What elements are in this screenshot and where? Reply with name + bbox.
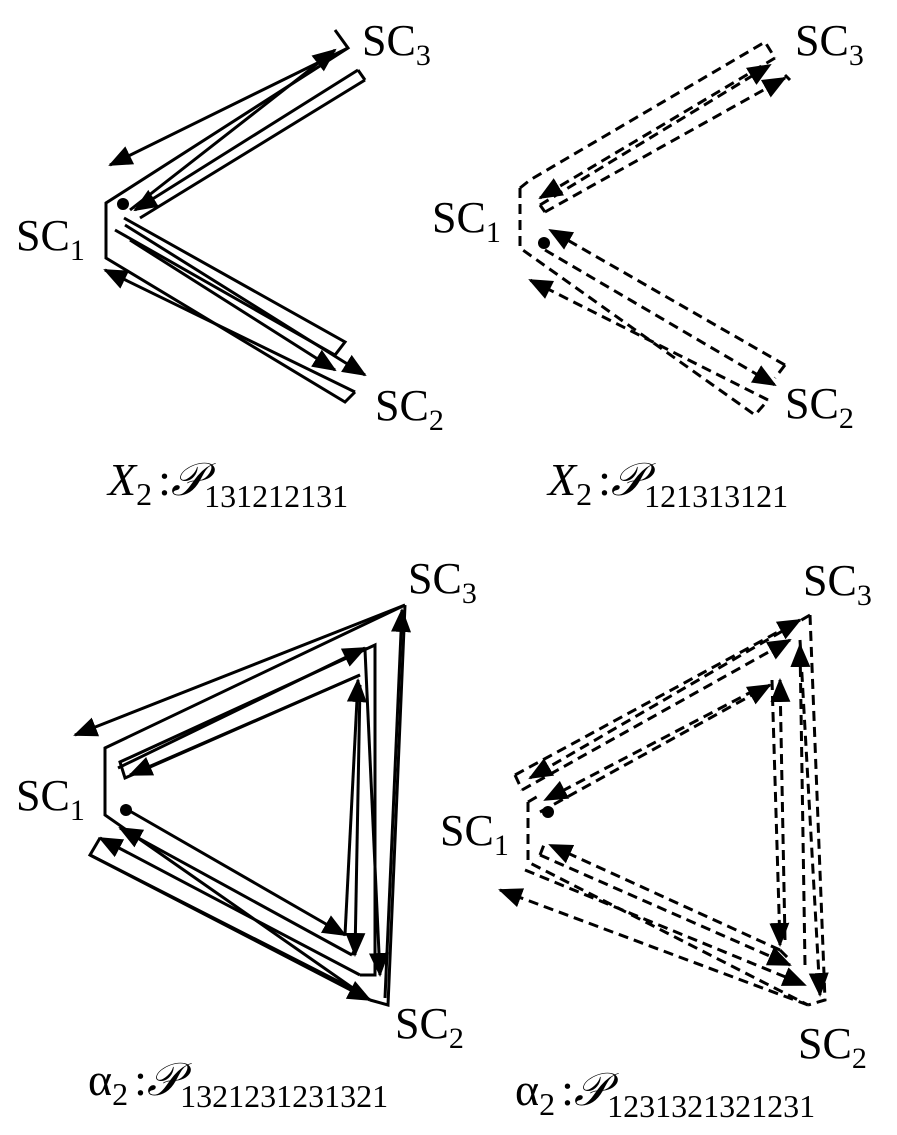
panel-top-left: SC1 SC3 SC2 X2:𝒫131212131	[16, 16, 444, 514]
node-label-sc3: SC3	[362, 16, 431, 72]
start-dot	[117, 198, 129, 210]
node-label-sc3: SC3	[803, 556, 872, 612]
node-label-sc2: SC2	[375, 381, 444, 437]
node-label-sc1: SC1	[16, 211, 85, 267]
path-strokes	[498, 613, 829, 1007]
caption: X2:𝒫121313121	[546, 454, 788, 514]
path-strokes	[103, 29, 367, 404]
node-label-sc2: SC2	[785, 379, 854, 435]
start-dot	[120, 804, 132, 816]
node-label-sc2: SC2	[395, 999, 464, 1055]
node-label-sc2: SC2	[798, 1019, 867, 1075]
caption: X2:𝒫131212131	[106, 454, 348, 514]
node-label-sc1: SC1	[432, 193, 501, 249]
panel-bottom-left: SC1 SC3 SC2 α2:𝒫1321231231321	[16, 554, 477, 1114]
panel-top-right: SC1 SC3 SC2 X2:𝒫121313121	[432, 16, 864, 514]
node-label-sc3: SC3	[795, 16, 864, 72]
node-label-sc3: SC3	[408, 554, 477, 610]
start-dot	[542, 806, 554, 818]
caption: α2:𝒫1321231231321	[88, 1054, 388, 1114]
path-strokes	[518, 39, 792, 418]
node-label-sc1: SC1	[16, 771, 85, 827]
start-dot	[538, 237, 550, 249]
path-strokes	[73, 603, 412, 1007]
panel-bottom-right: SC1 SC3 SC2 α2:𝒫1231321321231	[440, 556, 872, 1124]
caption: α2:𝒫1231321321231	[515, 1064, 815, 1124]
node-label-sc1: SC1	[440, 806, 509, 862]
